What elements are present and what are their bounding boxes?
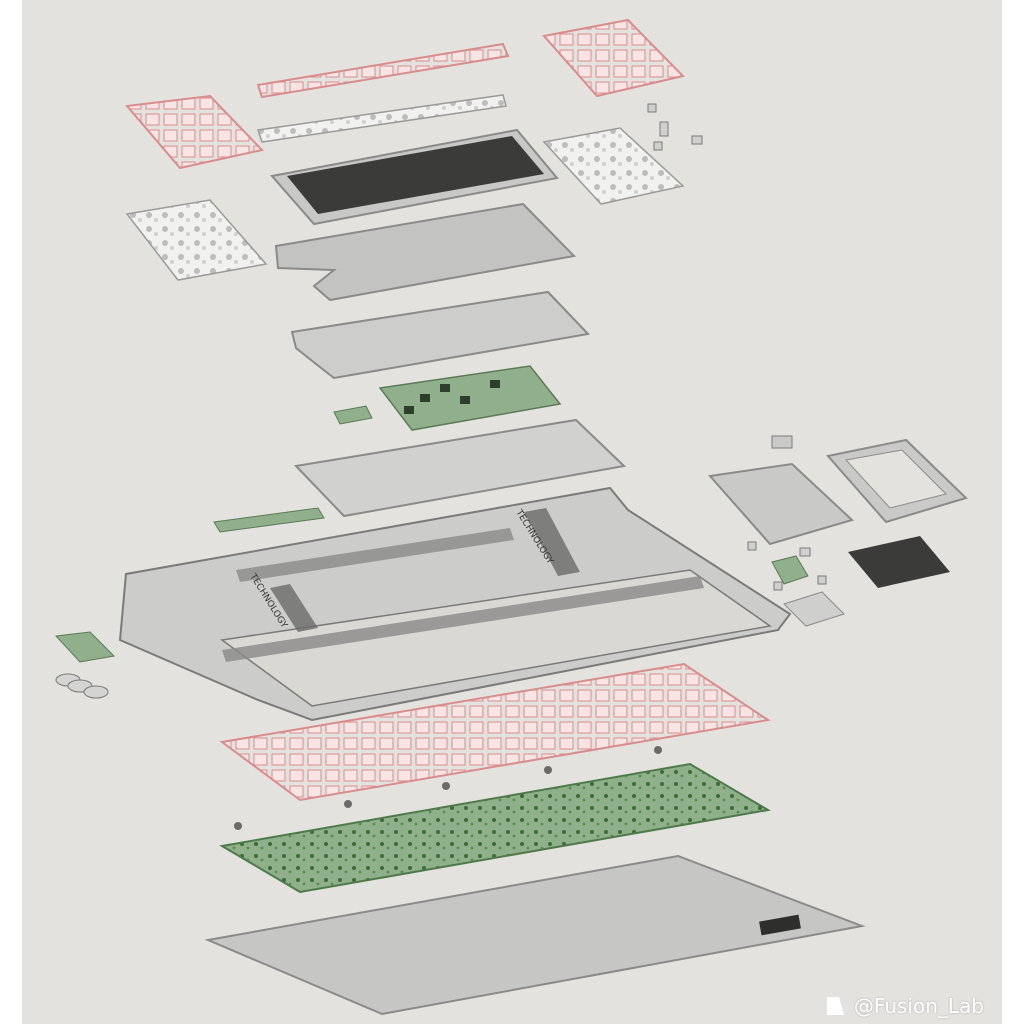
main-switch-plate [219, 662, 771, 802]
bottom-plate [204, 854, 866, 1016]
small-pcb [333, 405, 373, 425]
side-module-bracket [783, 591, 845, 627]
rotary-knobs [55, 673, 109, 699]
side-module-pcb [771, 555, 809, 585]
display-housing [274, 202, 577, 302]
side-module-hardware [747, 541, 827, 591]
main-pcb [219, 762, 771, 894]
side-module-cap [771, 435, 793, 449]
top-switch-plate-strip [256, 42, 510, 99]
display-back-plate [290, 290, 591, 380]
side-module-housing [708, 438, 968, 546]
standoffs [234, 746, 662, 830]
fusion-lab-logo-icon [826, 997, 844, 1015]
watermark-handle: @Fusion_Lab [853, 994, 984, 1018]
side-module-display [848, 536, 950, 588]
inner-mounting-plate [293, 418, 627, 518]
top-switch-strip [257, 94, 507, 143]
usb-daughterboard [213, 507, 325, 533]
display-module [270, 128, 559, 226]
keyboard-case: TECHNOLOGY TECHNOLOGY [118, 486, 792, 722]
right-macro-switch-plate [542, 18, 685, 98]
left-macro-switch-set [125, 199, 268, 281]
small-hardware-parts [647, 103, 703, 151]
left-macro-switch-plate [125, 94, 264, 170]
controller-pcb [378, 365, 562, 431]
watermark: @Fusion_Lab [824, 994, 984, 1018]
side-pcb-left [54, 631, 116, 663]
right-macro-switch-set [542, 127, 685, 205]
